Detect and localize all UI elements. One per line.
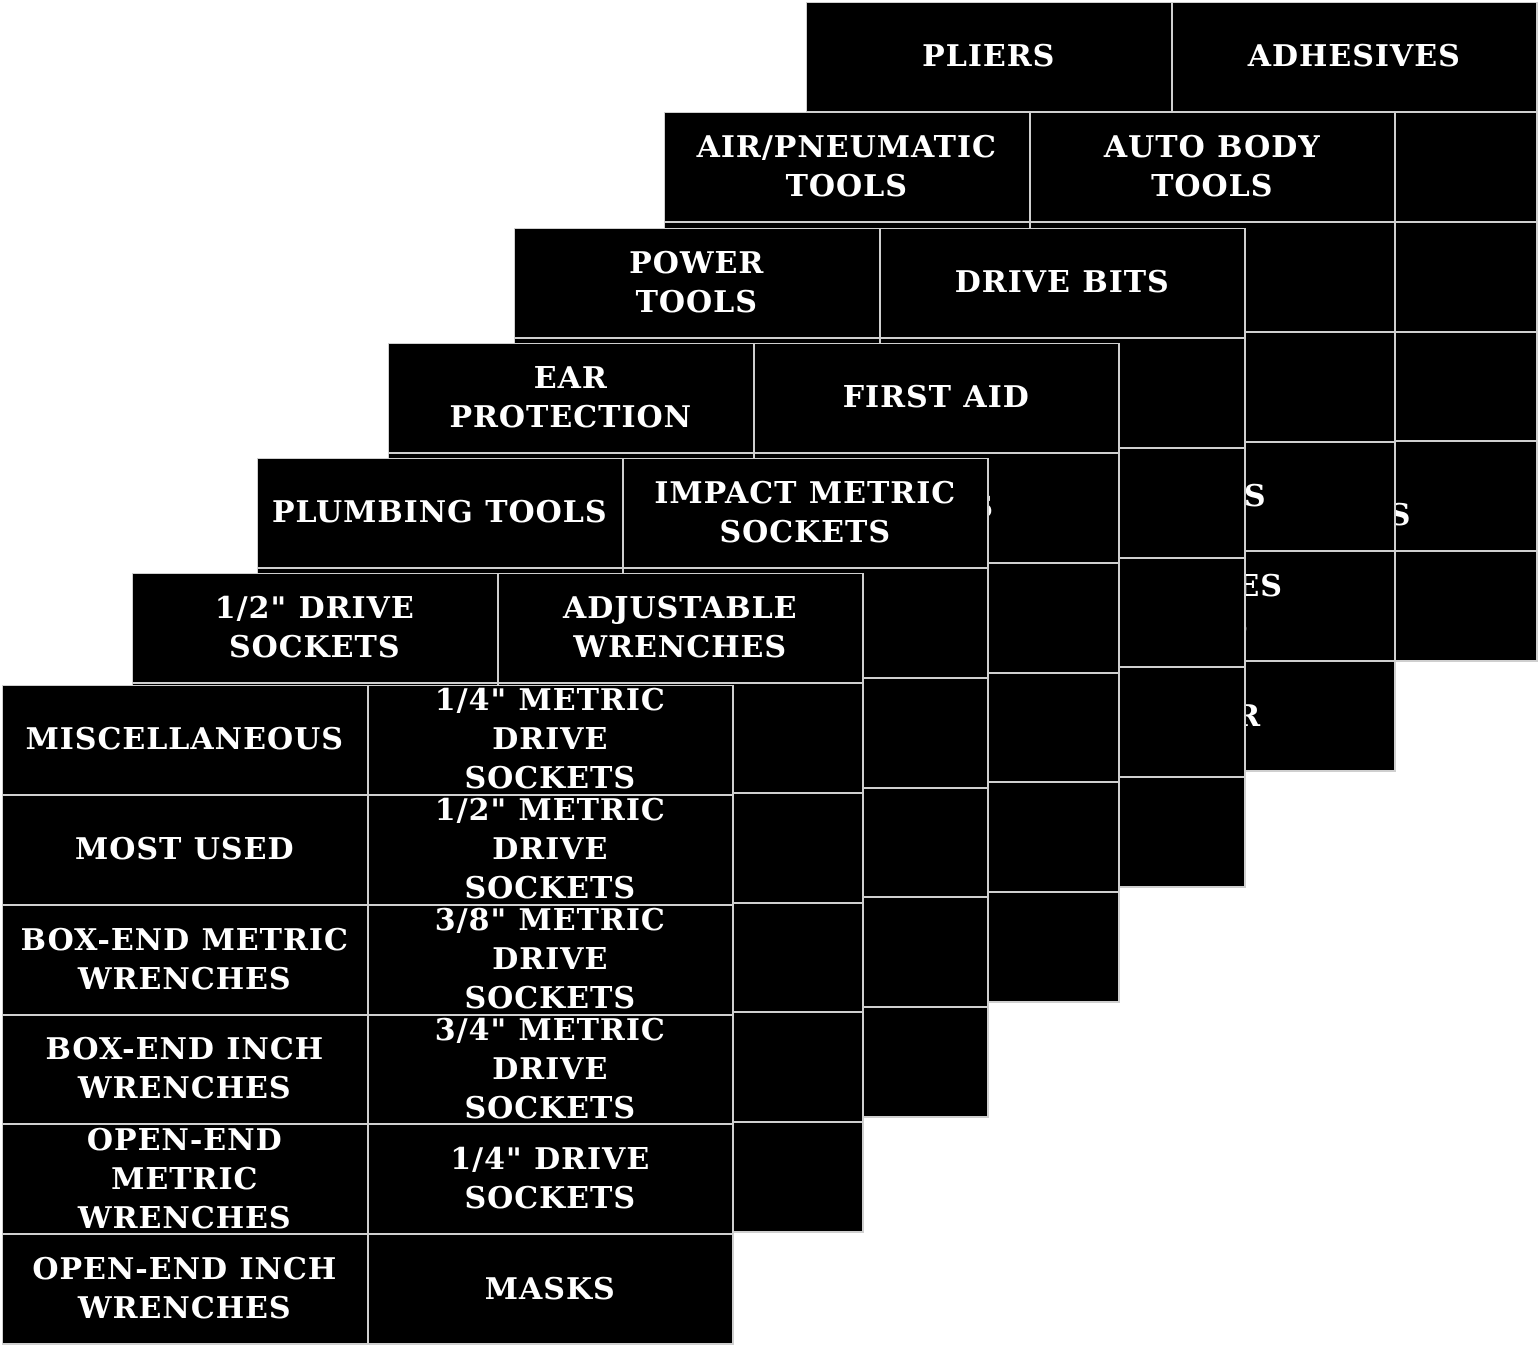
label-cell: MISCELLANEOUS — [3, 686, 369, 796]
label-cell: 3/8" METRIC DRIVE SOCKETS — [368, 905, 734, 1016]
label-text: 1/4" METRIC DRIVE SOCKETS — [434, 686, 666, 796]
label-text: 3/8" METRIC DRIVE SOCKETS — [434, 905, 666, 1016]
label-cell: 1/4" METRIC DRIVE SOCKETS — [368, 686, 734, 796]
label-cell: ADJUSTABLE WRENCHES — [498, 574, 864, 684]
label-text: ADJUSTABLE WRENCHES — [562, 590, 798, 665]
label-cell: FIRST AID — [754, 344, 1120, 454]
label-cell: AIR/PNEUMATIC TOOLS — [665, 113, 1031, 223]
label-cell: 1/2" DRIVE SOCKETS — [133, 574, 499, 684]
label-text: 3/4" METRIC DRIVE SOCKETS — [434, 1015, 666, 1126]
label-text: BOX-END METRIC WRENCHES — [20, 922, 349, 997]
label-cell: BOX-END INCH WRENCHES — [3, 1015, 369, 1126]
label-text: BOX-END INCH WRENCHES — [45, 1032, 325, 1107]
label-text: PLUMBING TOOLS — [271, 495, 608, 531]
label-text: ADHESIVES — [1247, 39, 1461, 75]
label-text: AIR/PNEUMATIC TOOLS — [696, 129, 997, 204]
label-cell: EAR PROTECTION — [389, 344, 755, 454]
label-cell: OPEN-END INCH WRENCHES — [3, 1235, 369, 1345]
label-text: OPEN-END INCH WRENCHES — [32, 1252, 338, 1327]
label-cell: 1/4" DRIVE SOCKETS — [368, 1125, 734, 1236]
label-text: FIRST AID — [842, 380, 1030, 416]
label-text: MOST USED — [75, 832, 295, 868]
label-cell: DRIVE BITS — [880, 229, 1246, 339]
label-text: MISCELLANEOUS — [25, 722, 344, 758]
label-sheet: MISCELLANEOUS 1/4" METRIC DRIVE SOCKETS MO… — [2, 685, 734, 1345]
label-cell: POWER TOOLS — [515, 229, 881, 339]
label-cell: BOX-END METRIC WRENCHES — [3, 905, 369, 1016]
label-text: MASKS — [484, 1271, 616, 1307]
label-text: EAR PROTECTION — [449, 360, 693, 435]
label-text: POWER TOOLS — [629, 245, 765, 320]
label-cell: PLIERS — [807, 3, 1173, 113]
label-text: 1/2" METRIC DRIVE SOCKETS — [434, 795, 666, 906]
label-cell: 3/4" METRIC DRIVE SOCKETS — [368, 1015, 734, 1126]
label-cell: MASKS — [368, 1235, 734, 1345]
label-cell: MOST USED — [3, 795, 369, 906]
label-text: PLIERS — [922, 39, 1056, 75]
label-text: OPEN-END METRIC WRENCHES — [77, 1125, 292, 1236]
label-text: AUTO BODY TOOLS — [1103, 129, 1321, 204]
label-cell: AUTO BODY TOOLS — [1030, 113, 1396, 223]
label-cell: ADHESIVES — [1172, 3, 1538, 113]
label-text: IMPACT METRIC SOCKETS — [654, 475, 957, 550]
label-cell: PLUMBING TOOLS — [258, 459, 624, 569]
label-text: 1/2" DRIVE SOCKETS — [214, 590, 415, 665]
label-cell: IMPACT METRIC SOCKETS — [623, 459, 989, 569]
label-text: 1/4" DRIVE SOCKETS — [450, 1142, 651, 1217]
label-cell: 1/2" METRIC DRIVE SOCKETS — [368, 795, 734, 906]
label-text: DRIVE BITS — [954, 265, 1170, 301]
label-cell: OPEN-END METRIC WRENCHES — [3, 1125, 369, 1236]
